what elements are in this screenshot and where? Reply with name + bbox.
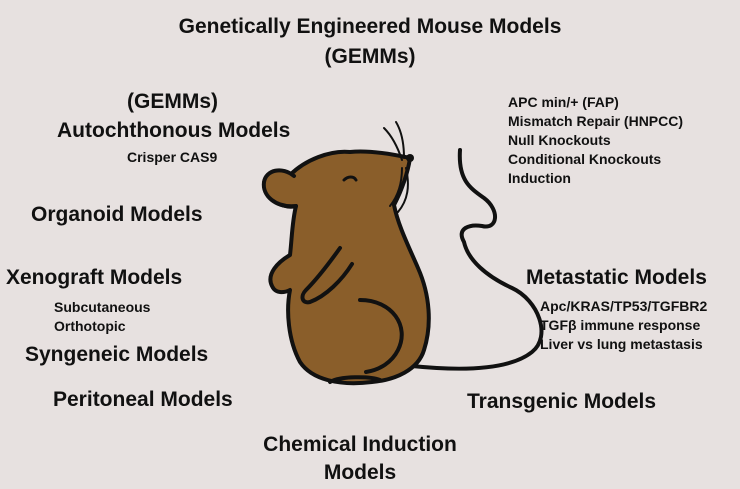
- title-line-2: (GEMMs): [324, 45, 416, 68]
- metastatic-models-label: Metastatic Models: [526, 266, 707, 289]
- xenograft-models-label: Xenograft Models: [6, 266, 183, 289]
- mouse-ear: [261, 168, 298, 209]
- mouse-front-arm: [300, 246, 354, 305]
- list-item: Mismatch Repair (HNPCC): [508, 113, 684, 129]
- gemms-tag: (GEMMs): [127, 90, 218, 113]
- list-item: APC min/+ (FAP): [508, 94, 619, 110]
- list-item: Apc/KRAS/TP53/TGFBR2: [540, 298, 708, 314]
- mouse-haunch: [358, 298, 404, 374]
- list-item: Liver vs lung metastasis: [540, 336, 703, 352]
- mouse-tail: [410, 148, 544, 371]
- autochthonous-models-label: Autochthonous Models: [57, 119, 291, 142]
- diagram-title: Genetically Engineered Mouse Models (GEM…: [0, 12, 740, 72]
- list-item: Conditional Knockouts: [508, 151, 662, 167]
- mouse-nose: [406, 154, 414, 162]
- list-item: TGFβ immune response: [540, 317, 701, 333]
- chemical-induction-models-label: Chemical Induction Models: [220, 431, 500, 487]
- peritoneal-models-label: Peritoneal Models: [53, 388, 233, 411]
- syngeneic-models-label: Syngeneic Models: [25, 343, 209, 366]
- transgenic-models-label: Transgenic Models: [467, 390, 657, 413]
- title-line-1: Genetically Engineered Mouse Models: [178, 15, 562, 38]
- chemical-line-2: Models: [323, 461, 397, 484]
- metastatic-subtypes-list: Apc/KRAS/TP53/TGFBR2 TGFβ immune respons…: [540, 297, 707, 354]
- gemm-subtypes-list: APC min/+ (FAP) Mismatch Repair (HNPCC) …: [508, 93, 683, 188]
- list-item: Null Knockouts: [508, 132, 611, 148]
- subcutaneous-label: Subcutaneous: [54, 299, 151, 315]
- orthotopic-label: Orthotopic: [54, 318, 126, 334]
- list-item: Induction: [508, 170, 571, 186]
- mouse-eye: [342, 175, 358, 182]
- mouse-whiskers: [383, 121, 409, 213]
- organoid-models-label: Organoid Models: [31, 203, 203, 226]
- crisper-cas9-label: Crisper CAS9: [127, 149, 218, 165]
- chemical-line-1: Chemical Induction: [263, 433, 457, 456]
- mouse-foot: [328, 375, 382, 384]
